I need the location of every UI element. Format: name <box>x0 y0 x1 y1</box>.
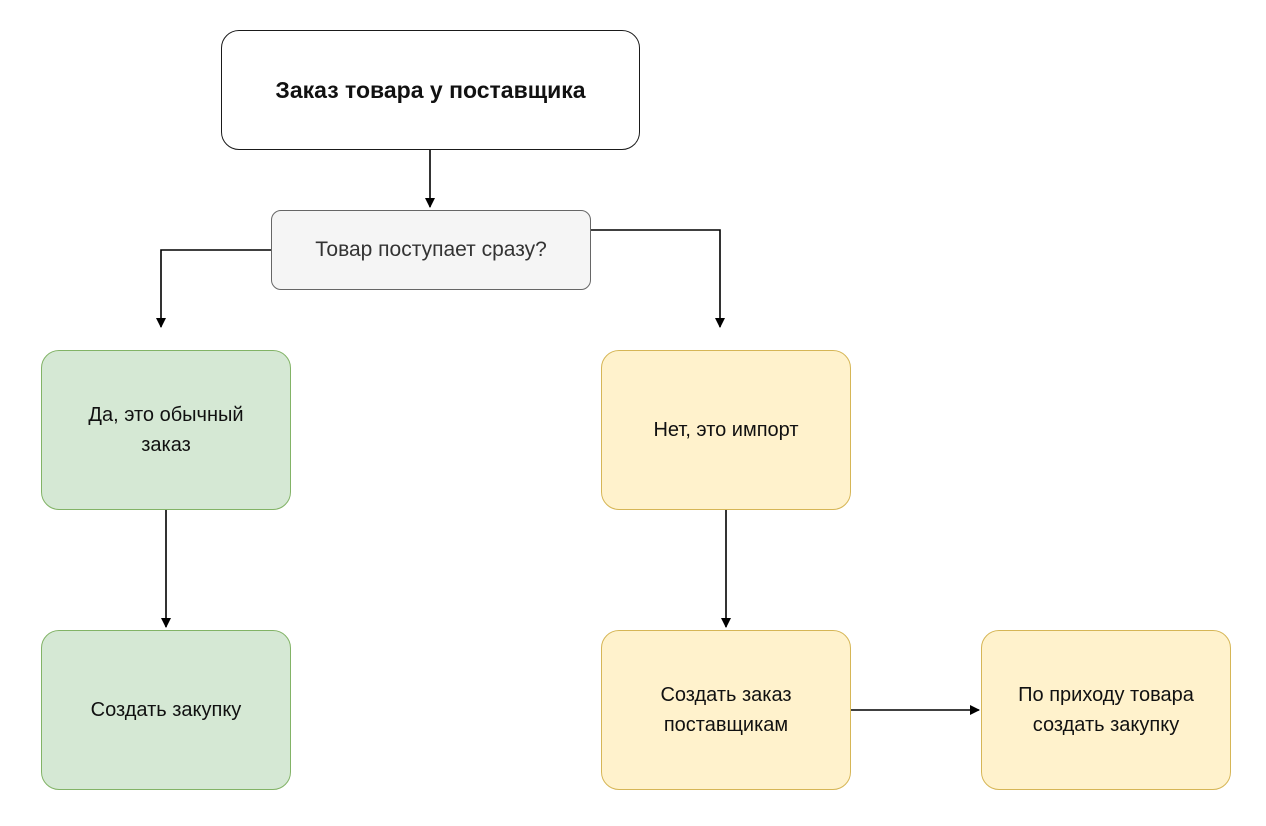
start-node[interactable]: Заказ товара у поставщика <box>221 30 640 150</box>
create-purchase-node[interactable]: Создать закупку <box>41 630 291 790</box>
start-node-label: Заказ товара у поставщика <box>275 76 586 103</box>
yes-node-label: Да, это обычный заказ <box>88 404 244 456</box>
on-arrival-label: По приходу товара создать закупку <box>1018 684 1194 736</box>
decision-node[interactable]: Товар поступает сразу? <box>271 210 591 290</box>
no-import-node[interactable]: Нет, это импорт <box>601 350 851 510</box>
create-supplier-order-node[interactable]: Создать заказ поставщикам <box>601 630 851 790</box>
create-purchase-label: Создать закупку <box>90 699 242 721</box>
no-node-label: Нет, это импорт <box>653 419 799 441</box>
decision-node-label: Товар поступает сразу? <box>315 238 547 262</box>
yes-regular-order-node[interactable]: Да, это обычный заказ <box>41 350 291 510</box>
create-order-label: Создать заказ поставщикам <box>660 684 792 736</box>
on-arrival-create-purchase-node[interactable]: По приходу товара создать закупку <box>981 630 1231 790</box>
edge-question-to-yes <box>156 249 271 328</box>
edge-question-to-no <box>591 229 725 328</box>
